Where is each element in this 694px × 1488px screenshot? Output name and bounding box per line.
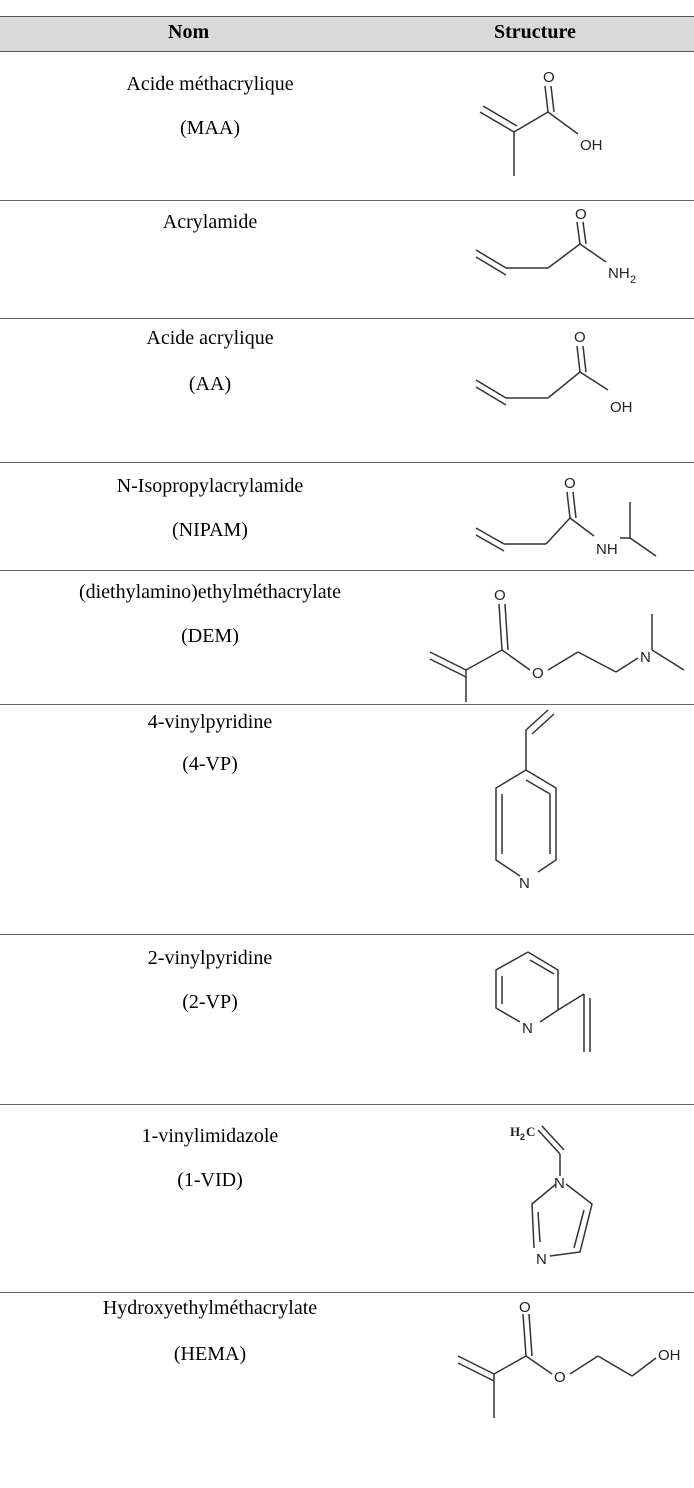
row-name: Acrylamide — [162, 211, 258, 233]
row-abbr: (NIPAM) — [172, 519, 248, 541]
row-name: N-Isopropylacrylamide — [116, 475, 304, 497]
row-abbr: (DEM) — [181, 625, 239, 647]
header-name: Nom — [168, 21, 210, 43]
svg-text:O: O — [554, 1369, 566, 1386]
row-divider — [0, 318, 694, 319]
row-divider — [0, 704, 694, 705]
1-vinylimidazole-structure: H 2 C N N — [510, 1124, 593, 1268]
svg-text:O: O — [519, 1299, 531, 1316]
row-name: (diethylamino)ethylméthacrylate — [78, 581, 342, 603]
nipam-structure: O NH — [475, 475, 657, 558]
svg-text:N: N — [536, 1251, 547, 1268]
row-divider — [0, 934, 694, 935]
svg-text:N: N — [519, 875, 530, 892]
2-vinylpyridine-structure: N — [495, 951, 591, 1052]
svg-text:H: H — [510, 1124, 520, 1139]
acrylamide-structure: O NH 2 — [475, 206, 636, 286]
svg-text:C: C — [526, 1124, 535, 1139]
svg-text:O: O — [564, 475, 576, 492]
svg-text:NH: NH — [596, 541, 618, 558]
svg-text:N: N — [522, 1020, 533, 1037]
row-abbr: (HEMA) — [173, 1343, 247, 1365]
row-name: Hydroxyethylméthacrylate — [102, 1297, 318, 1319]
row-abbr: (2-VP) — [182, 991, 238, 1013]
row-divider — [0, 1104, 694, 1105]
header-structure: Structure — [494, 21, 576, 43]
svg-text:O: O — [574, 329, 586, 346]
svg-text:OH: OH — [580, 137, 603, 154]
4-vinylpyridine-structure: N — [495, 709, 557, 892]
row-abbr: (MAA) — [180, 117, 240, 139]
row-divider — [0, 570, 694, 571]
row-abbr: (AA) — [188, 373, 232, 395]
row-name: Acide méthacrylique — [126, 73, 294, 95]
row-name: Acide acrylique — [146, 327, 274, 349]
table-header: Nom Structure — [0, 16, 694, 52]
svg-text:O: O — [575, 206, 587, 223]
svg-text:NH: NH — [608, 265, 630, 282]
row-name: 1-vinylimidazole — [141, 1125, 279, 1147]
row-divider — [0, 200, 694, 201]
row-divider — [0, 1292, 694, 1293]
svg-text:2: 2 — [520, 1132, 525, 1142]
svg-text:N: N — [554, 1175, 565, 1192]
svg-text:2: 2 — [630, 274, 636, 286]
svg-text:N: N — [640, 649, 651, 666]
row-divider — [0, 462, 694, 463]
svg-text:OH: OH — [610, 399, 633, 416]
row-name: 2-vinylpyridine — [147, 947, 273, 969]
acrylic-acid-structure: O OH — [475, 329, 633, 416]
svg-text:O: O — [532, 665, 544, 682]
row-abbr: (4-VP) — [182, 753, 238, 775]
svg-text:O: O — [494, 587, 506, 604]
hema-structure: O O OH — [457, 1299, 681, 1418]
svg-text:O: O — [543, 69, 555, 86]
row-abbr: (1-VID) — [177, 1169, 243, 1191]
svg-text:OH: OH — [658, 1347, 681, 1364]
methacrylic-acid-structure: O OH — [479, 69, 603, 176]
dem-structure: O O N — [429, 587, 685, 702]
row-name: 4-vinylpyridine — [147, 711, 273, 733]
